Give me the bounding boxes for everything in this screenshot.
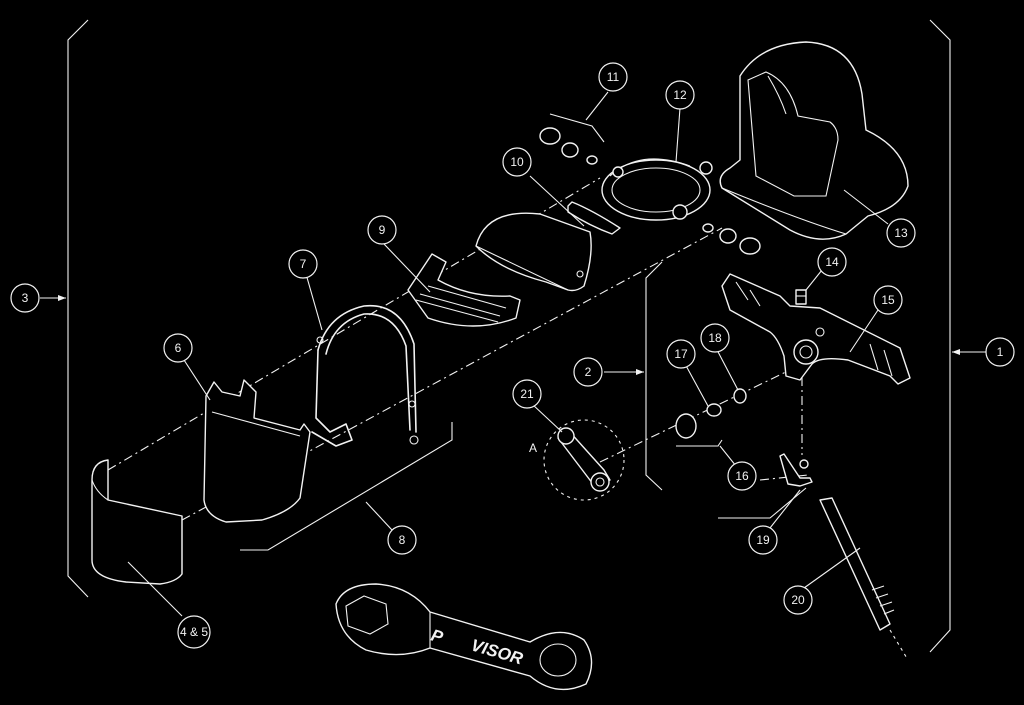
svg-text:12: 12 (673, 88, 687, 102)
svg-text:15: 15 (881, 293, 895, 307)
valve-parts (675, 388, 747, 447)
head-band (311, 304, 419, 447)
callout-9: 9 (367, 215, 397, 245)
leader-lines (127, 91, 889, 617)
callout-12: 12 (665, 80, 695, 110)
svg-text:16: 16 (735, 469, 749, 483)
callout-19: 19 (748, 525, 778, 555)
sweat-band (407, 253, 521, 327)
callout-14: 14 (817, 247, 847, 277)
visor-frame (475, 212, 592, 292)
visor-wrench (335, 583, 593, 691)
callout-4-5: 4 & 5 (177, 615, 211, 649)
svg-text:18: 18 (708, 331, 722, 345)
callout-3: 3 (10, 283, 40, 313)
svg-text:9: 9 (379, 223, 386, 237)
bracket-2 (604, 261, 663, 491)
callout-18: 18 (700, 323, 730, 353)
svg-text:11: 11 (607, 70, 620, 84)
outer-lens (91, 459, 183, 585)
callout-10: 10 (502, 147, 532, 177)
bracket-1 (929, 19, 988, 653)
detail-a (543, 419, 625, 501)
adjustment-knobs (539, 127, 761, 255)
svg-text:8: 8 (399, 533, 406, 547)
svg-text:10: 10 (510, 155, 524, 169)
callout-7: 7 (288, 249, 318, 279)
hood (719, 41, 909, 240)
callout-15: 15 (873, 285, 903, 315)
bracket-3 (40, 19, 89, 598)
svg-text:21: 21 (520, 387, 534, 401)
svg-text:3: 3 (22, 291, 29, 305)
detail-letter-a: A (529, 441, 537, 455)
svg-text:7: 7 (300, 257, 307, 271)
callout-11: 11 (598, 62, 628, 92)
callout-20: 20 (783, 585, 813, 615)
inner-lens (203, 379, 311, 523)
svg-text:19: 19 (756, 533, 770, 547)
svg-text:14: 14 (825, 255, 839, 269)
svg-text:20: 20 (791, 593, 805, 607)
bracket-8 (240, 422, 453, 551)
callout-16: 16 (727, 461, 757, 491)
svg-text:2: 2 (585, 365, 592, 379)
callout-2: 2 (573, 357, 603, 387)
callout-8: 8 (387, 525, 417, 555)
callout-21: 21 (512, 379, 542, 409)
callout-17: 17 (666, 339, 696, 369)
callout-1: 1 (985, 337, 1015, 367)
callout-13: 13 (886, 218, 916, 248)
svg-text:1: 1 (997, 345, 1004, 359)
svg-text:4 & 5: 4 & 5 (180, 625, 208, 639)
belt (721, 273, 911, 385)
svg-text:17: 17 (674, 347, 688, 361)
air-hose (819, 497, 909, 661)
callout-6: 6 (163, 333, 193, 363)
svg-text:13: 13 (894, 226, 908, 240)
fitting (795, 289, 807, 305)
svg-text:6: 6 (175, 341, 182, 355)
headgear-ratchet (567, 158, 713, 235)
